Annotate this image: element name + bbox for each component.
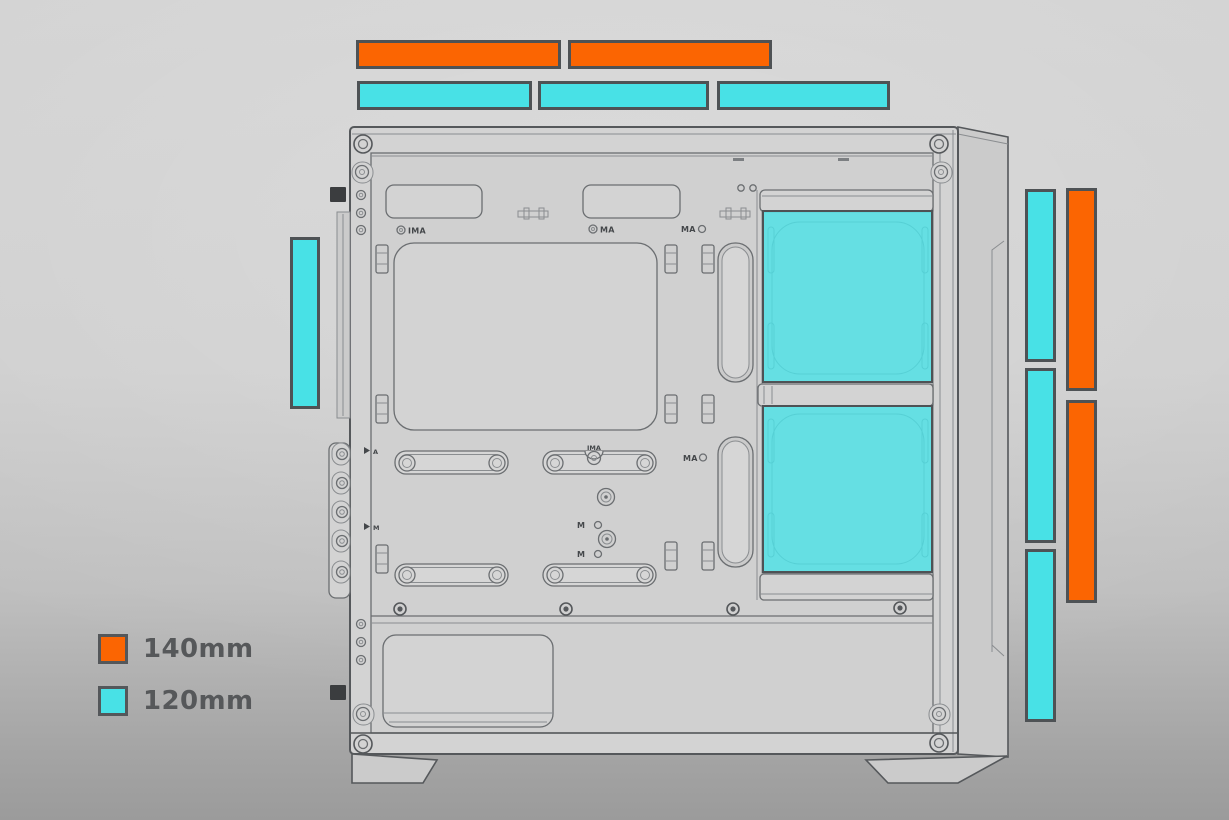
psu-cutout (382, 634, 554, 728)
svg-text:M: M (373, 524, 379, 532)
svg-text:M: M (577, 550, 585, 559)
front-interior-fan-120mm-2 (762, 405, 933, 573)
top-fan-slot-120mm-3 (717, 81, 890, 110)
svg-text:MA: MA (683, 454, 698, 463)
legend-item-120mm: 120mm (98, 686, 253, 716)
rear-panel-details (328, 187, 367, 700)
legend-label-120mm: 120mm (143, 686, 254, 716)
corner-screws (351, 134, 953, 754)
front-fan-slot-120mm-1 (1025, 189, 1056, 362)
cable-grommet (717, 242, 754, 383)
top-fan-slot-140mm-2 (568, 40, 772, 69)
standoff-labels: IMA MA MA (396, 224, 707, 236)
top-fan-slot-120mm-2 (538, 81, 709, 110)
rear-screws (355, 189, 367, 666)
cable-tie-mount (719, 207, 751, 220)
svg-text:M: M (577, 521, 585, 530)
motherboard-tray: IMA MA MA (364, 184, 907, 616)
front-interior-fan-120mm-1 (762, 210, 933, 383)
rear-latch-tab (330, 685, 346, 700)
rear-latch-tab (330, 187, 346, 202)
expansion-slot-bracket (328, 442, 351, 599)
svg-text:IMA: IMA (408, 227, 427, 236)
front-fan-slot-140mm-2 (1066, 400, 1097, 603)
legend-item-140mm: 140mm (98, 634, 253, 664)
rear-fan-slot-120mm (290, 237, 320, 409)
cable-clips (375, 244, 715, 574)
tray-bottom-screws (393, 601, 907, 616)
front-fan-slot-120mm-2 (1025, 368, 1056, 543)
top-fan-slot-120mm-1 (357, 81, 532, 110)
vent-dash (838, 158, 849, 161)
top-cable-cutout (385, 184, 483, 219)
legend-swatch-120mm (98, 686, 128, 716)
svg-text:A: A (373, 448, 378, 456)
svg-text:IMA: IMA (587, 444, 601, 452)
cpu-cutout (393, 242, 658, 431)
psu-shroud (382, 634, 554, 728)
vent-dash (733, 158, 744, 161)
legend-swatch-140mm (98, 634, 128, 664)
svg-text:MA: MA (600, 226, 615, 235)
cable-grommet (717, 436, 754, 568)
mounting-slot-brackets: IMA (394, 444, 657, 587)
svg-text:MA: MA (681, 225, 696, 234)
front-fan-slot-140mm-1 (1066, 188, 1097, 391)
legend-label-140mm: 140mm (143, 634, 254, 664)
case-feet (351, 753, 1008, 784)
cable-tie-mount (517, 207, 549, 220)
fan-size-legend: 140mm 120mm (98, 634, 253, 738)
front-fan-slot-120mm-3 (1025, 549, 1056, 722)
top-cable-cutout (582, 184, 681, 219)
motherboard-standoffs: M M MA A M (364, 447, 708, 559)
top-fan-slot-140mm-1 (356, 40, 561, 69)
